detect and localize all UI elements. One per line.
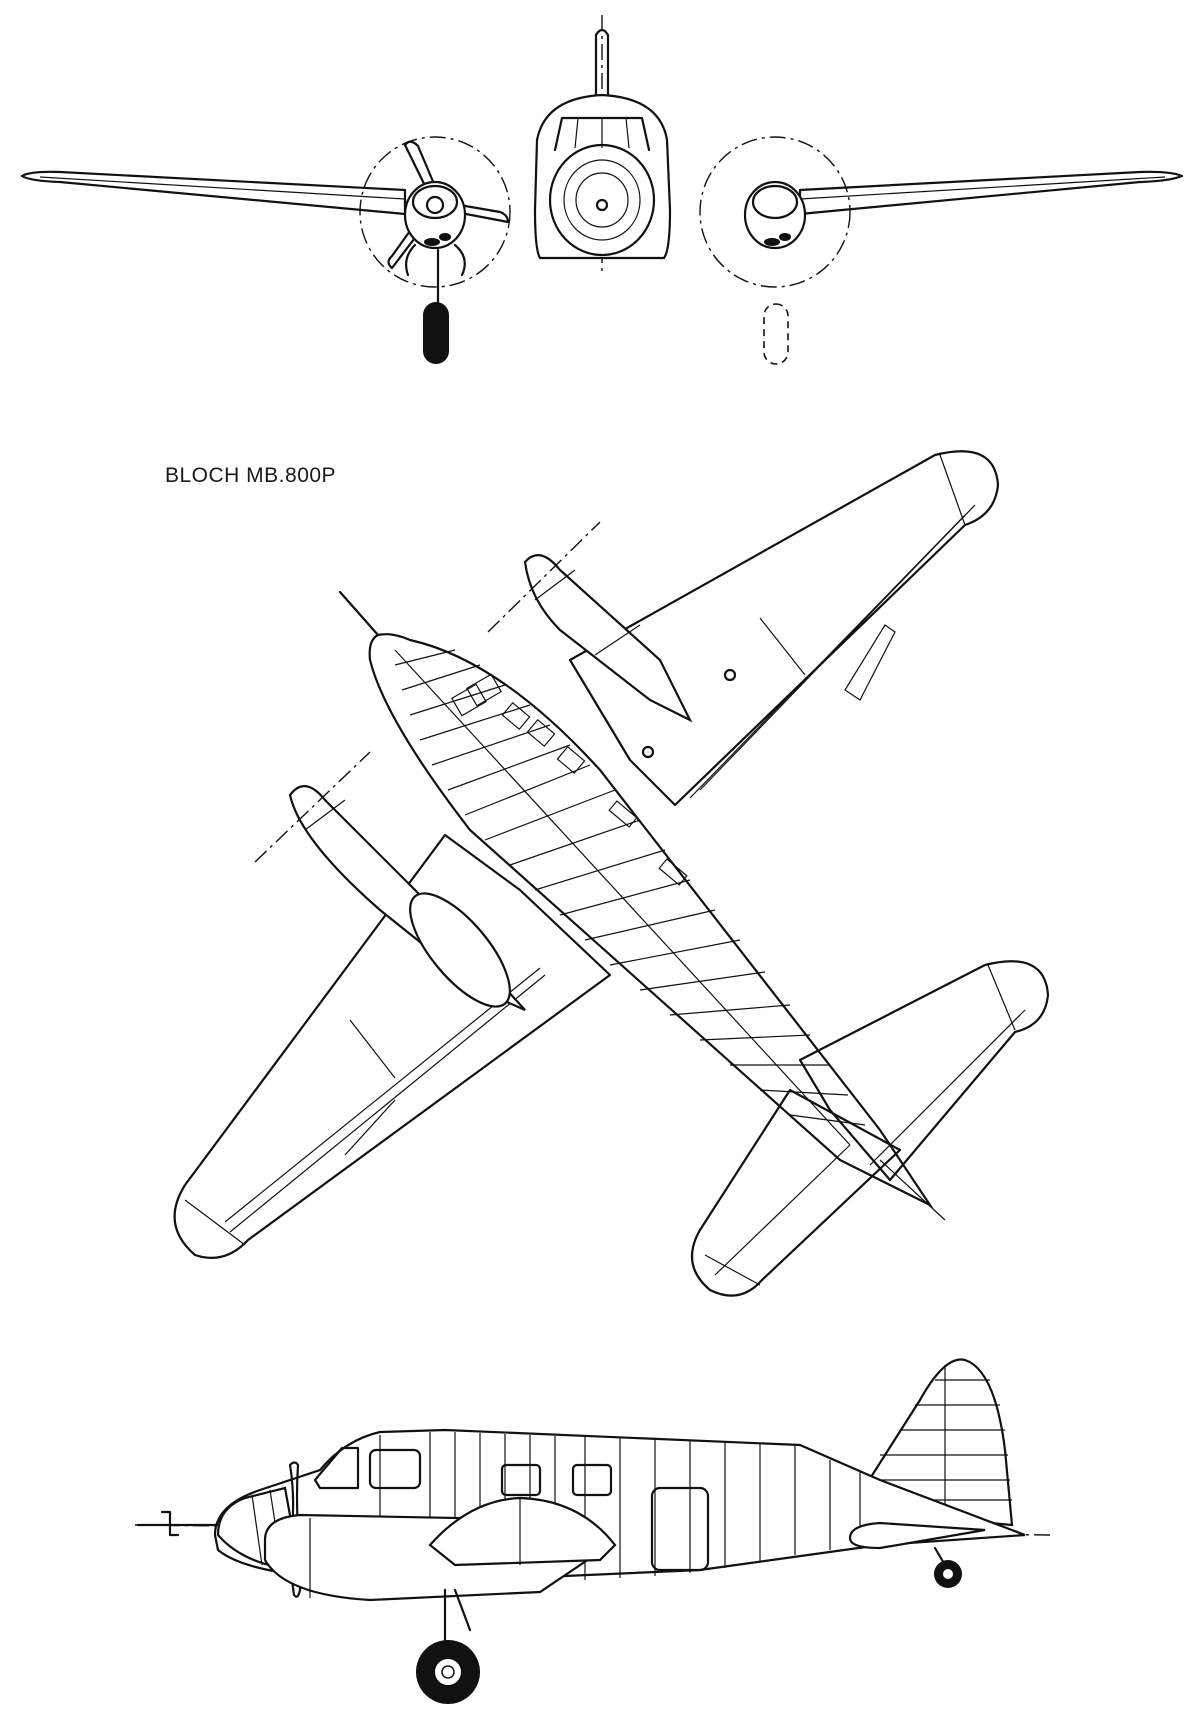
plan-left-tailplane bbox=[690, 1088, 902, 1297]
front-view bbox=[20, 15, 1184, 365]
side-view bbox=[134, 1358, 1051, 1704]
side-tailplane bbox=[848, 1521, 986, 1550]
plan-fuselage-frames bbox=[394, 649, 866, 1146]
front-right-nacelle bbox=[743, 180, 807, 250]
front-right-prop-disc bbox=[699, 136, 851, 288]
front-left-nacelle bbox=[403, 180, 467, 250]
front-fin bbox=[594, 28, 610, 97]
front-left-prop-blade-3 bbox=[443, 201, 510, 224]
front-left-gear-doors bbox=[405, 243, 466, 277]
side-door bbox=[650, 1486, 710, 1572]
plan-fuselage bbox=[368, 633, 934, 1208]
front-nose-tip bbox=[595, 198, 609, 212]
side-cabin-window-1 bbox=[500, 1463, 542, 1497]
front-left-wing bbox=[20, 170, 407, 216]
side-wing-root bbox=[428, 1496, 617, 1567]
side-cockpit-window bbox=[368, 1448, 422, 1490]
plan-upper-prop-axis bbox=[487, 521, 601, 633]
plan-left-wing bbox=[173, 833, 612, 1259]
plan-probe bbox=[338, 590, 380, 637]
plan-view bbox=[173, 450, 1050, 1297]
plan-right-wing bbox=[568, 450, 1000, 807]
front-right-wing bbox=[798, 170, 1184, 216]
side-windscreen bbox=[313, 1446, 360, 1490]
front-left-prop-blade-2 bbox=[387, 208, 432, 270]
front-left-spinner-ring bbox=[411, 184, 459, 220]
front-left-wing-line bbox=[39, 176, 406, 200]
front-right-wing-line bbox=[799, 176, 1166, 200]
front-left-prop-blade bbox=[403, 140, 442, 202]
front-left-prop-disc bbox=[359, 136, 511, 288]
front-left-wheel bbox=[423, 302, 449, 364]
plan-right-tailplane bbox=[798, 960, 1050, 1182]
front-left-spinner bbox=[425, 195, 445, 215]
plan-lower-prop-axis bbox=[254, 751, 371, 863]
front-right-spinner-ring bbox=[751, 184, 799, 220]
aircraft-title: BLOCH MB.800P bbox=[165, 464, 337, 487]
front-nose-ring-inner bbox=[563, 159, 641, 241]
plan-lower-cowl bbox=[409, 892, 511, 1008]
front-nose-cone bbox=[575, 172, 629, 228]
front-right-wheel-hidden bbox=[763, 303, 789, 365]
side-cabin-window-2 bbox=[571, 1463, 613, 1497]
plan-upper-nacelle bbox=[523, 554, 693, 723]
